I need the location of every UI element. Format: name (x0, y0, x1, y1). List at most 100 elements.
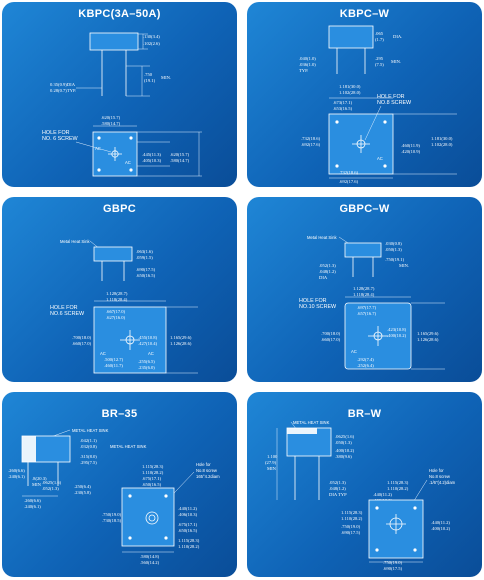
heat-sink-label: METAL HEAT SINK (72, 428, 109, 433)
dim-label: .240(6.1) (24, 504, 41, 509)
dim-label: .657(16.7) (357, 311, 377, 316)
dim-label: .650(16.5) (136, 273, 156, 278)
heat-sink-label: METAL HEAT SINK (293, 420, 330, 425)
dim-label: .380(9.6) (335, 454, 352, 459)
hole-note: Hole for (429, 468, 444, 473)
package-top-view (121, 487, 175, 547)
panel-title: KBPC–W (339, 8, 390, 20)
dim-label: .230(5.8) (74, 490, 91, 495)
dim-label: DIA (319, 275, 328, 280)
dim-label: .315(8.0) (80, 454, 97, 459)
dim-label: 1.181(30.0) (339, 84, 361, 89)
hole-note: HOLE FOR (42, 130, 70, 136)
dim-label: .400(10.2) (387, 333, 407, 338)
dim-label: .690(17.5) (383, 566, 403, 571)
dim-label: .240(6.1) (8, 474, 25, 479)
dim-label: .660(17.0) (72, 341, 92, 346)
panel-title: BR–W (347, 408, 382, 420)
dim-label: .235(6.0) (138, 365, 155, 370)
heat-sink-label: Metal Heat Sink (60, 239, 90, 244)
dim-label: .0625(1.6) (335, 434, 355, 439)
dim-label: 0.28(0.7)TYP. (50, 88, 76, 93)
dim-label: .750 (144, 72, 153, 77)
dim-label: 1.128(28.7) (106, 291, 128, 296)
dim-label: .700(18.0) (321, 331, 341, 336)
dim-label: .690(17.5) (341, 530, 361, 535)
dim-label: .440(11.2) (431, 520, 450, 525)
panel-title: GBPC (103, 203, 136, 215)
dim-label: .750(19.0) (341, 524, 361, 529)
dim-label: 0.35(0.9)DIA (50, 82, 76, 87)
dim-label: (27.9) (265, 460, 277, 465)
dim-label: .750(19.1) (385, 257, 405, 262)
dim-label: .580(14.8) (140, 554, 160, 559)
dim-label: (1.7) (375, 37, 384, 42)
dim-label: .052(1.3) (329, 480, 346, 485)
gbpc-drawing: Metal Heat Sink .063(1.6) .059(1.5) .690… (50, 239, 198, 374)
dim-label: .420(10.9) (401, 149, 421, 154)
hole-note: .1/6"(4.2)diam (429, 480, 456, 485)
dim-label: .059(1.5) (136, 255, 153, 260)
dim-label: 1.118(28.4) (106, 297, 128, 302)
dim-label: .406(10.3) (178, 512, 198, 517)
heat-sink-label: Metal Heat Sink (307, 235, 337, 240)
panel-kbpc-w: KBPC–W .065 (1.7) DIA. .040(1.0) .036(1.… (247, 2, 482, 187)
dim-label: .255(6.5) (138, 359, 155, 364)
dim-label: .460(11.7) (104, 363, 123, 368)
dim-label: .440(11.2) (373, 492, 392, 497)
panel-br-w: BR–W METAL HEAT SINK .0625(1.6) .050(1.3… (247, 392, 482, 577)
dim-label: 1.110(28.2) (178, 544, 200, 549)
terminal-label: AC (125, 160, 131, 165)
dim-label: .700(18.0) (72, 335, 92, 340)
hole-note: HOLE FOR (377, 94, 405, 100)
dim-label: DIA. (393, 34, 402, 39)
dim-label: .400(10.2) (431, 526, 451, 531)
hole-note: NO.10 SCREW (299, 304, 337, 310)
dim-label: .042(1.1) (80, 438, 97, 443)
dim-label: (19.1) (144, 78, 156, 83)
panel-br-35: BR–35 METAL HEAT SINK .042(1.1) .032(0.8… (2, 392, 237, 577)
dim-label: .063(1.6) (136, 249, 153, 254)
dim-label: .675(17.1) (142, 476, 162, 481)
terminal-label: AC (148, 351, 154, 356)
terminal-label: AC (100, 351, 106, 356)
dim-label: 1.115(28.3) (341, 510, 363, 515)
dim-label: .690(17.5) (136, 267, 156, 272)
dim-label: .260(6.6) (24, 498, 41, 503)
dim-label: .620(15.7) (170, 152, 190, 157)
dim-label: 1.118(28.4) (353, 292, 375, 297)
hole-note: HOLE FOR (299, 298, 327, 304)
hole-note: NO.8 SCREW (377, 100, 412, 106)
dim-label: .427(10.4) (138, 341, 158, 346)
dim-label: 1.102(28.0) (431, 142, 453, 147)
dim-label: .052(1.3) (319, 263, 336, 268)
dim-label: .050(1.3) (335, 440, 352, 445)
dim-label: .260(6.6) (8, 468, 25, 473)
mounting-hole (145, 511, 159, 525)
hole-note: Hole for (196, 462, 211, 467)
dim-label: 1.100 (267, 454, 278, 459)
dim-label: 1.165(29.6) (170, 335, 192, 340)
dim-label: .732(18.6) (339, 170, 359, 175)
dim-label: .692(17.6) (339, 179, 359, 184)
dim-label: 1.115(28.3) (142, 464, 164, 469)
dim-label: .660(17.0) (321, 337, 341, 342)
dim-label: .048(1.2) (329, 486, 346, 491)
dim-label: .650(16.5) (178, 528, 198, 533)
dim-label: MIN. (399, 263, 409, 268)
package-body (328, 25, 374, 49)
dim-label: 1.115(28.3) (178, 538, 200, 543)
dim-label: 1.181(30.0) (431, 136, 453, 141)
hole-note: 165°4.2diam (196, 474, 220, 479)
hole-note: No.8 screw (429, 474, 451, 479)
package-body (93, 246, 133, 262)
dim-label: MIN (267, 466, 277, 471)
dim-label: .250(6.4) (74, 484, 91, 489)
hole-note: No.8 screw (196, 468, 218, 473)
dim-label: 1.165(29.6) (417, 331, 439, 336)
br-w-drawing: METAL HEAT SINK .0625(1.6) .050(1.3) 1.1… (265, 420, 456, 571)
dim-label: DIA TYP (329, 492, 347, 497)
dim-label: MIN. (161, 75, 171, 80)
dim-label: .697(17.7) (357, 305, 377, 310)
dim-label: 1.110(28.2) (387, 486, 409, 491)
